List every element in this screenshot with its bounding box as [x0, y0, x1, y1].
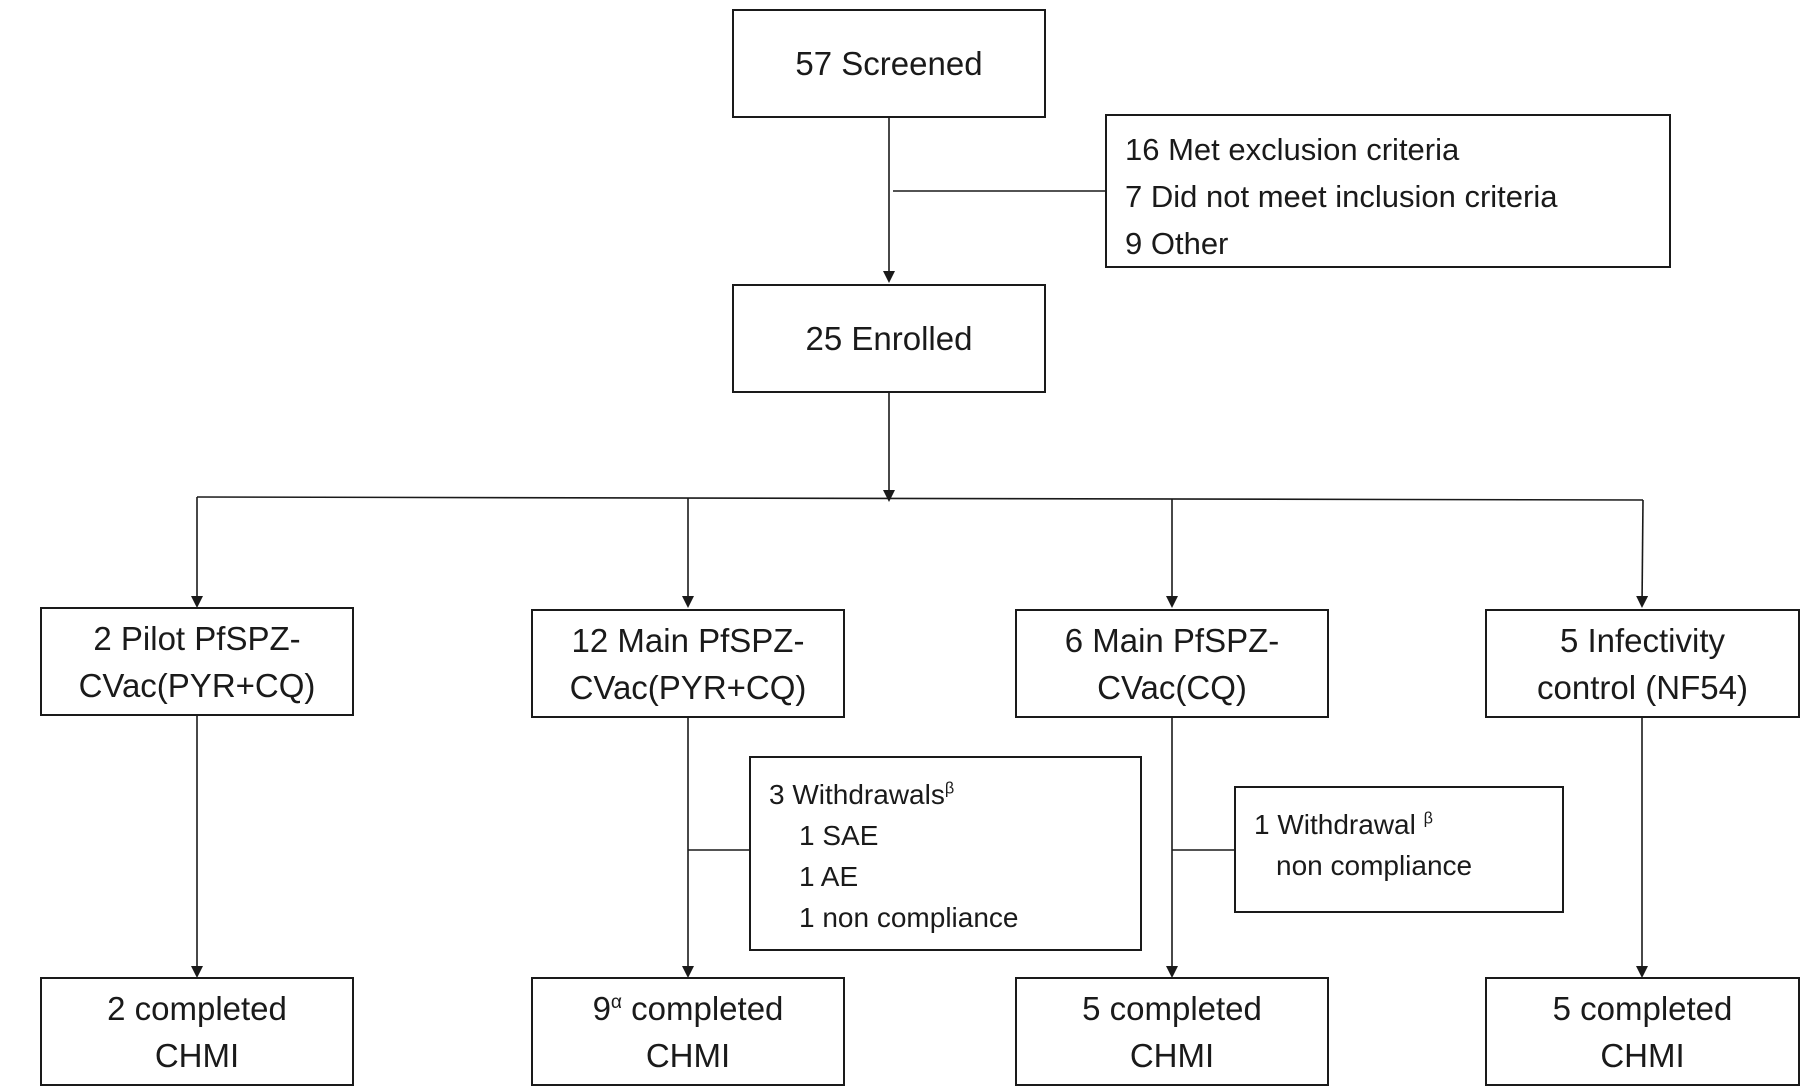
- completed-line-2: CHMI: [154, 1036, 240, 1074]
- group-label-line-2: CVac(PYR+CQ): [569, 668, 807, 706]
- exclusion-line-3: 9 Other: [1125, 226, 1229, 261]
- withdrawal-reason: non compliance: [1276, 850, 1473, 881]
- beta-superscript: β: [944, 779, 955, 798]
- completed-box-pilot-pyr-cq: 2 completed CHMI: [40, 977, 354, 1086]
- group-label-line-1: 5 Infectivity: [1559, 621, 1726, 659]
- group-label-line-1: 12 Main PfSPZ-: [571, 621, 805, 659]
- withdrawals-box-main-cq: 1 Withdrawal β non compliance: [1234, 786, 1564, 913]
- group-box-infectivity-control: 5 Infectivity control (NF54): [1485, 609, 1800, 718]
- enrolled-box: 25 Enrolled: [732, 284, 1046, 393]
- group-label-line-2: CVac(PYR+CQ): [78, 666, 316, 704]
- group-box-main-pyr-cq: 12 Main PfSPZ- CVac(PYR+CQ): [531, 609, 845, 718]
- screened-box: 57 Screened: [732, 9, 1046, 118]
- exclusion-box: 16 Met exclusion criteria 7 Did not meet…: [1105, 114, 1671, 268]
- withdrawal-reason: 1 SAE: [799, 820, 879, 851]
- group-box-pilot-pyr-cq: 2 Pilot PfSPZ- CVac(PYR+CQ): [40, 607, 354, 716]
- completed-box-infectivity-control: 5 completed CHMI: [1485, 977, 1800, 1086]
- withdrawal-reason: 1 non compliance: [799, 902, 1019, 933]
- completed-line-1: 5 completed: [1552, 989, 1733, 1027]
- exclusion-line-1: 16 Met exclusion criteria: [1125, 132, 1460, 167]
- completed-box-main-cq: 5 completed CHMI: [1015, 977, 1329, 1086]
- completed-line-1: 5 completed: [1082, 989, 1262, 1027]
- group-label-line-1: 2 Pilot PfSPZ-: [93, 619, 301, 657]
- arrow-to-group-4: [1636, 499, 1649, 608]
- completed-line-2: CHMI: [1129, 1036, 1215, 1074]
- split-bar: [196, 496, 1644, 501]
- withdrawals-title: 3 Withdrawalsβ: [769, 779, 955, 810]
- completed-box-main-pyr-cq: 9α completed CHMI: [531, 977, 845, 1086]
- group-label-line-2: CVac(CQ): [1097, 668, 1247, 706]
- completed-line-1: 9α completed: [592, 989, 784, 1027]
- enrolled-label: 25 Enrolled: [805, 320, 973, 357]
- group-label-line-1: 6 Main PfSPZ-: [1064, 621, 1280, 659]
- screened-label: 57 Screened: [795, 45, 983, 82]
- completed-line-2: CHMI: [645, 1036, 731, 1074]
- withdrawal-reason: 1 AE: [799, 861, 859, 892]
- alpha-superscript: α: [610, 991, 622, 1013]
- withdrawals-title: 1 Withdrawal β: [1254, 809, 1433, 840]
- completed-line-2: CHMI: [1600, 1036, 1685, 1074]
- group-box-main-cq: 6 Main PfSPZ- CVac(CQ): [1015, 609, 1329, 718]
- withdrawals-box-main-pyr-cq: 3 Withdrawalsβ 1 SAE 1 AE 1 non complian…: [749, 756, 1142, 951]
- completed-line-1: 2 completed: [107, 989, 287, 1027]
- group-label-line-2: control (NF54): [1537, 668, 1748, 706]
- beta-superscript: β: [1423, 809, 1433, 828]
- exclusion-line-2: 7 Did not meet inclusion criteria: [1125, 179, 1558, 214]
